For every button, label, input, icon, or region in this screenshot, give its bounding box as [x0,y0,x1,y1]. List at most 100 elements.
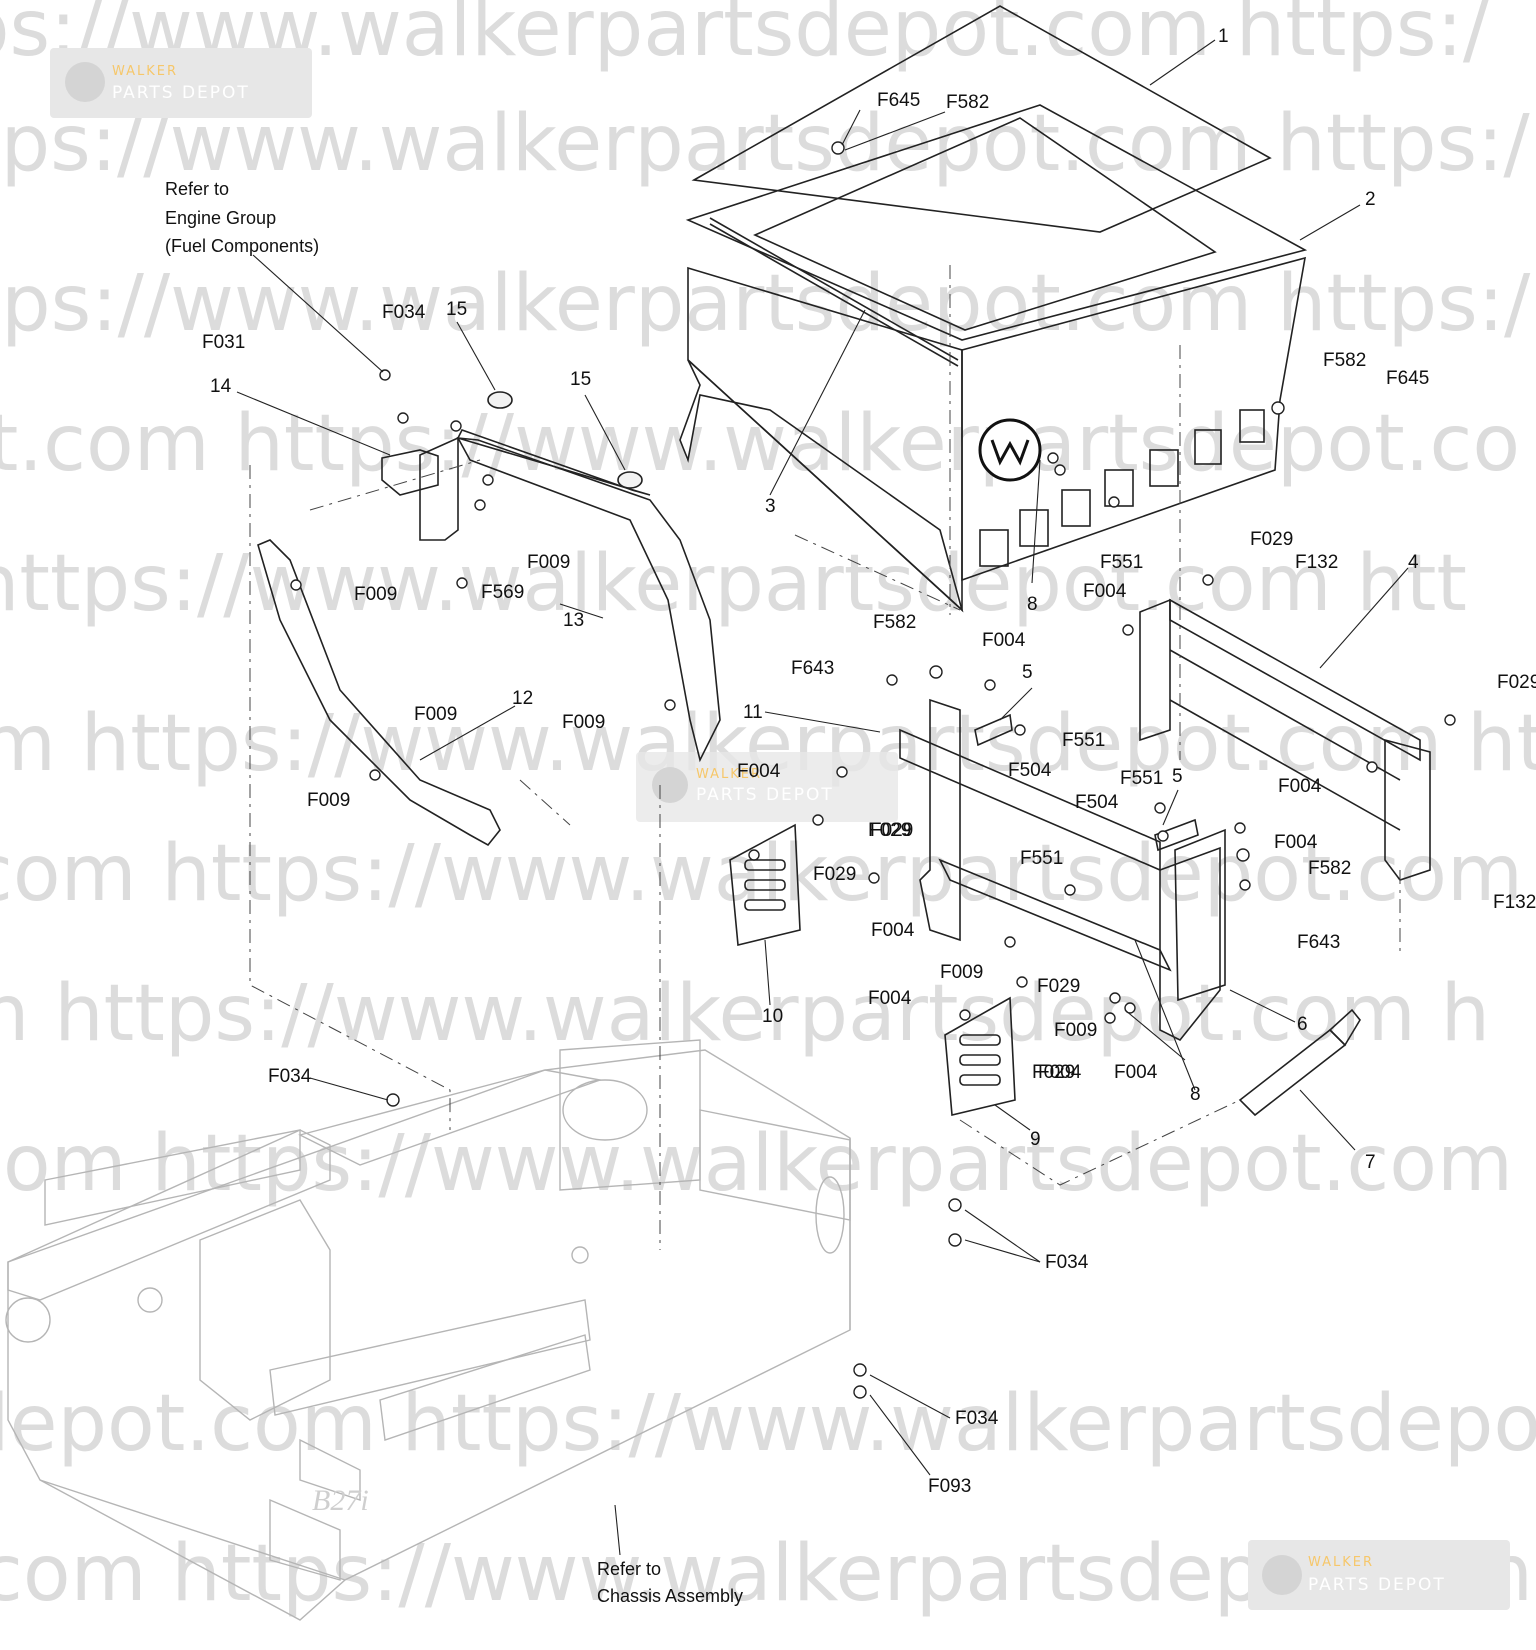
note-line: Refer to [597,1559,661,1579]
badge-brand-bottom: PARTS DEPOT [112,83,250,103]
callout-label: F551 [1100,552,1143,573]
callout-label: F009 [414,704,457,725]
badge-brand-bottom: PARTS DEPOT [696,785,834,805]
watermark-line: n https://www.walkerpartsdepot.com h [0,969,1490,1059]
callout-label: F029 [870,820,913,841]
callout-label: F004 [1114,1062,1158,1083]
side-plate-6 [1174,828,1226,1002]
callout-label: F034 [1045,1252,1089,1273]
callout-label: F132 [1295,552,1338,573]
callout-label: F009 [527,552,570,573]
walker-logo-icon [652,767,688,803]
chassis-assembly-note: Refer to Chassis Assembly [597,1559,743,1606]
callout-label: F582 [873,612,916,633]
callout-label: 8 [1027,594,1038,615]
callout-label: F009 [354,584,397,605]
callout-label: F645 [1386,368,1429,389]
callout-label: F004 [1083,581,1127,602]
callout-label: F551 [1062,730,1105,751]
plate-9 [944,996,1016,1116]
callout-label: 5 [1022,662,1033,683]
callout-label: 5 [1172,766,1183,787]
gas-spring-7 [1238,1008,1361,1117]
callout-label: 11 [743,702,763,723]
callout-label: F029 [868,820,911,841]
engine-group-note: Refer to Engine Group (Fuel Components) [165,179,319,256]
callout-label: F551 [1020,848,1063,869]
callout-label: F004 [982,630,1026,651]
watermark-badge: WALKER PARTS DEPOT [50,48,312,118]
badge-brand-top: WALKER [696,767,762,782]
chassis-assembly: B27i [5,1039,851,1621]
callout-label: 10 [762,1006,783,1027]
watermark-badge: WALKER PARTS DEPOT [1248,1540,1510,1610]
badge-brand-top: WALKER [112,64,178,79]
support-bar-12 [257,539,501,847]
callout-label: 15 [446,299,467,320]
callout-label: F034 [955,1408,999,1429]
callout-label: F004 [1038,1062,1082,1083]
assembly-lines [249,265,1401,1250]
callout-label: 13 [563,610,584,631]
watermark-line: com https://www.walkerpartsdepot.com [0,829,1523,919]
callout-label: F582 [946,92,989,113]
callout-label: 6 [1297,1014,1308,1035]
watermark-line: ot.com https://www.walkerpartsdepot.co [0,399,1520,489]
callout-label: F029 [1250,529,1293,550]
callout-label: 14 [210,376,232,397]
model-mark: B27i [312,1484,369,1517]
callout-label: F643 [1297,932,1340,953]
callout-labels: 1 2 3 4 5 5 6 7 8 8 9 10 11 12 13 14 15 … [202,26,1536,1497]
callout-label: F034 [268,1066,312,1087]
note-line: Refer to [165,179,229,199]
callout-label: F029 [1032,1062,1075,1083]
callout-label: 8 [1190,1084,1201,1105]
callout-label: F004 [871,920,915,941]
callout-label: F643 [791,658,834,679]
callout-label: F004 [737,761,781,782]
leader-lines [236,39,1409,1151]
watermark-line: depot.com https://www.walkerpartsdepot [0,1379,1536,1469]
hopper-cover [691,5,1272,233]
callout-label: 4 [1408,552,1419,573]
frame-11 [899,698,1221,1042]
note-line: (Fuel Components) [165,236,319,256]
badge-brand-bottom: PARTS DEPOT [1308,1575,1446,1595]
callout-label: 3 [765,496,776,517]
callout-label: F645 [877,90,920,111]
fastener-markers [290,141,1456,1399]
callout-label: F582 [1323,350,1366,371]
plate-10 [729,823,801,946]
callout-label: 9 [1030,1129,1041,1150]
link-5 [974,713,1199,852]
note-line: Engine Group [165,208,276,228]
callout-label: F009 [307,790,350,811]
callout-label: F034 [382,302,426,323]
callout-label: F004 [1274,832,1318,853]
callout-label: F004 [1278,776,1322,797]
callout-label: F582 [1308,858,1351,879]
callout-label: F009 [940,962,983,983]
hopper-body [679,104,1308,613]
callout-label: F031 [202,332,245,353]
callout-label: F029 [813,864,856,885]
callout-label: F004 [868,988,912,1009]
callout-label: 12 [512,688,533,709]
badge-brand-top: WALKER [1308,1555,1374,1570]
callout-label: F009 [1054,1020,1097,1041]
watermark-line: com https://www.walkerpartsdepot.com h [0,1119,1536,1209]
watermark-line: https://www.walkerpartsdepot.com htt [0,539,1467,629]
callout-label: 1 [1218,26,1229,47]
callout-label: 2 [1365,189,1376,210]
callout-label: F093 [928,1476,971,1497]
callout-label: F569 [481,582,524,603]
upper-support-13 [419,429,721,763]
watermark-line: ttps://www.walkerpartsdepot.com https:/ [0,259,1531,349]
callout-label: F504 [1008,760,1052,781]
bracket-14 [381,449,439,496]
callout-label: F504 [1075,792,1119,813]
note-line: Chassis Assembly [597,1586,743,1606]
callout-label: F029 [1037,976,1080,997]
